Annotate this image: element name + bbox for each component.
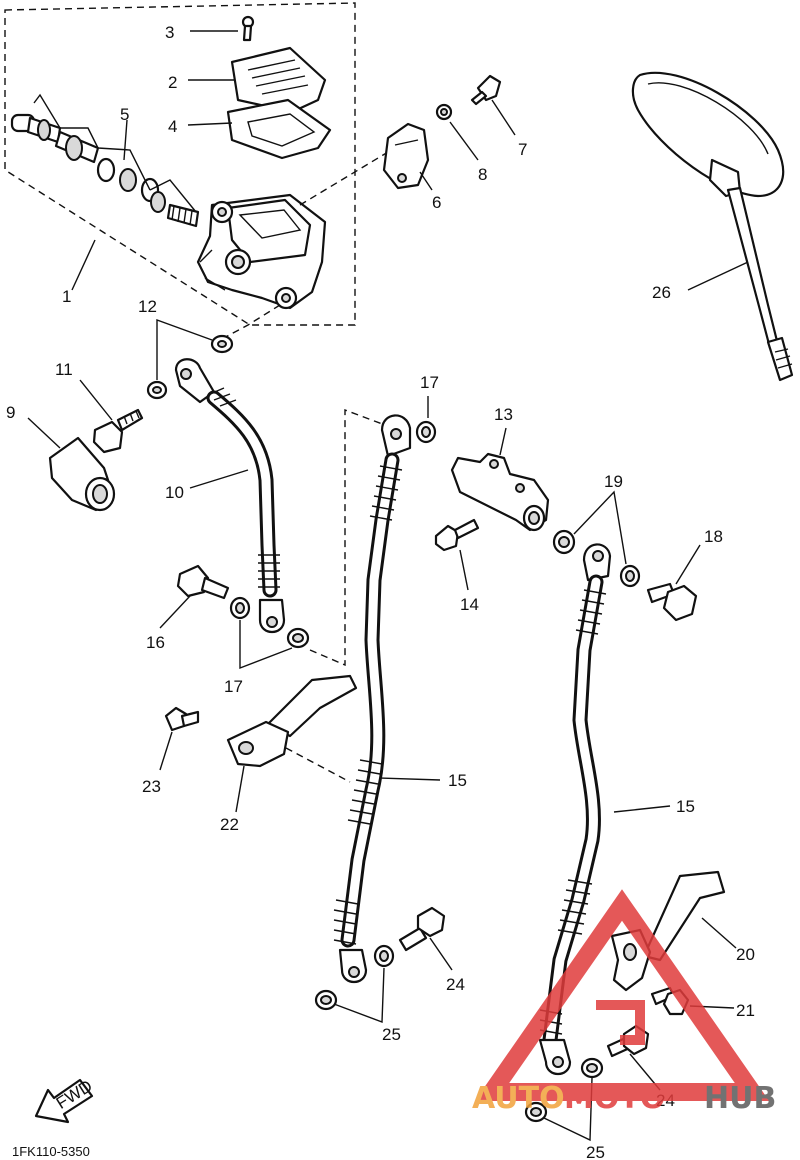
- part-24-bolt-left: [398, 906, 453, 971]
- callout-26: 26: [652, 283, 671, 302]
- part-9-cover: [27, 417, 116, 512]
- callout-23: 23: [142, 777, 161, 796]
- part-18-union-bolt: [646, 544, 701, 622]
- callout-15-left: 15: [448, 771, 467, 790]
- callout-6: 6: [432, 193, 441, 212]
- callout-2: 2: [168, 73, 177, 92]
- callout-25-right: 25: [586, 1143, 605, 1160]
- callout-3: 3: [165, 23, 174, 42]
- drawing-code: 1FK110-5350: [12, 1144, 90, 1159]
- watermark-logo: AUTO MOTO HUB: [472, 889, 776, 1116]
- part-2-reservoir-cap: [188, 46, 327, 114]
- part-15-brake-hose-left: [285, 414, 441, 984]
- part-23-bolt: [159, 706, 200, 771]
- part-11-union-bolt: [79, 379, 144, 454]
- callout-25-left: 25: [382, 1025, 401, 1044]
- part-17-washers-left: [229, 408, 386, 670]
- watermark-text-moto: MOTO: [564, 1081, 665, 1116]
- part-15-brake-hose-right: [538, 543, 671, 1076]
- part-16-union-bolt: [159, 564, 230, 629]
- part-10-brake-hose: [174, 358, 286, 634]
- part-8-washer: [435, 103, 479, 161]
- watermark-triangle-icon: [474, 889, 770, 1101]
- callout-14: 14: [460, 595, 479, 614]
- part-20-hose-holder: [610, 870, 737, 992]
- callout-24-left: 24: [446, 975, 465, 994]
- part-17-washer-upper: [415, 396, 437, 444]
- callout-15-right: 15: [676, 797, 695, 816]
- callout-9: 9: [6, 403, 15, 422]
- part-22-hose-holder: [226, 674, 358, 813]
- part-25-washers-left: [314, 944, 395, 1023]
- part-6-holder-clamp: [382, 122, 433, 191]
- part-19-washers: [552, 490, 641, 588]
- callout-5: 5: [120, 105, 129, 124]
- callout-11: 11: [55, 360, 73, 379]
- watermark-text-hub: HUB: [704, 1081, 776, 1116]
- callout-10: 10: [165, 483, 184, 502]
- callout-19: 19: [604, 472, 623, 491]
- callout-8: 8: [478, 165, 487, 184]
- callout-17-upper: 17: [420, 373, 439, 392]
- callout-16: 16: [146, 633, 165, 652]
- part-14-bolt: [434, 518, 480, 591]
- part-1-master-cylinder-body: [71, 151, 389, 341]
- part-3-screw: [190, 15, 255, 42]
- callout-20: 20: [736, 945, 755, 964]
- callout-7: 7: [518, 140, 527, 159]
- callout-12: 12: [138, 297, 157, 316]
- callout-18: 18: [704, 527, 723, 546]
- fwd-arrow-icon: FWD: [34, 1076, 96, 1124]
- callout-13: 13: [494, 405, 513, 424]
- master-cylinder-assembly-outline: [4, 2, 356, 326]
- callout-1: 1: [62, 287, 71, 306]
- part-26-mirror: [631, 71, 794, 382]
- part-7-bolt: [470, 74, 516, 136]
- callout-21: 21: [736, 1001, 755, 1020]
- part-12-washer: [146, 319, 234, 400]
- callout-4: 4: [168, 117, 177, 136]
- watermark-text-auto: AUTO: [472, 1081, 565, 1116]
- part-25-washers-right: [524, 1057, 604, 1142]
- callout-17-lower: 17: [224, 677, 243, 696]
- callout-22: 22: [220, 815, 239, 834]
- part-5-piston-kit: [10, 93, 200, 228]
- part-13-three-way-joint: [450, 427, 550, 532]
- part-4-diaphragm: [187, 98, 332, 160]
